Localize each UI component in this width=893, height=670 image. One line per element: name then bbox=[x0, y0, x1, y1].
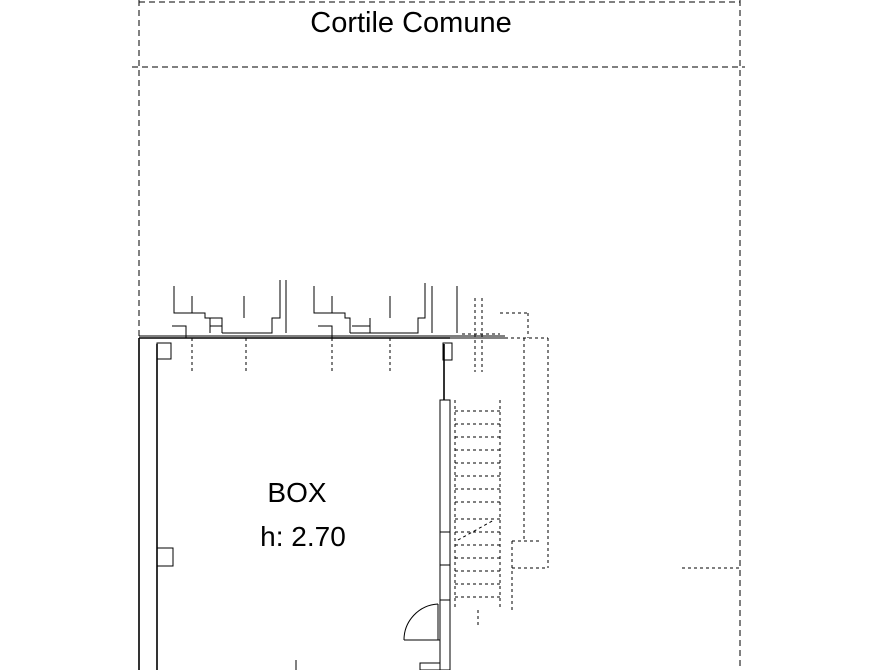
door-swing bbox=[403, 603, 440, 641]
adjacent-outline bbox=[500, 312, 740, 610]
staircase bbox=[454, 298, 501, 625]
facade-profile bbox=[139, 280, 505, 372]
room-name-label: BOX bbox=[267, 477, 326, 508]
box-room-walls bbox=[138, 337, 453, 670]
courtyard-label: Cortile Comune bbox=[310, 7, 511, 39]
room-height-label: h: 2.70 bbox=[260, 521, 346, 552]
courtyard-boundary bbox=[132, 0, 745, 670]
